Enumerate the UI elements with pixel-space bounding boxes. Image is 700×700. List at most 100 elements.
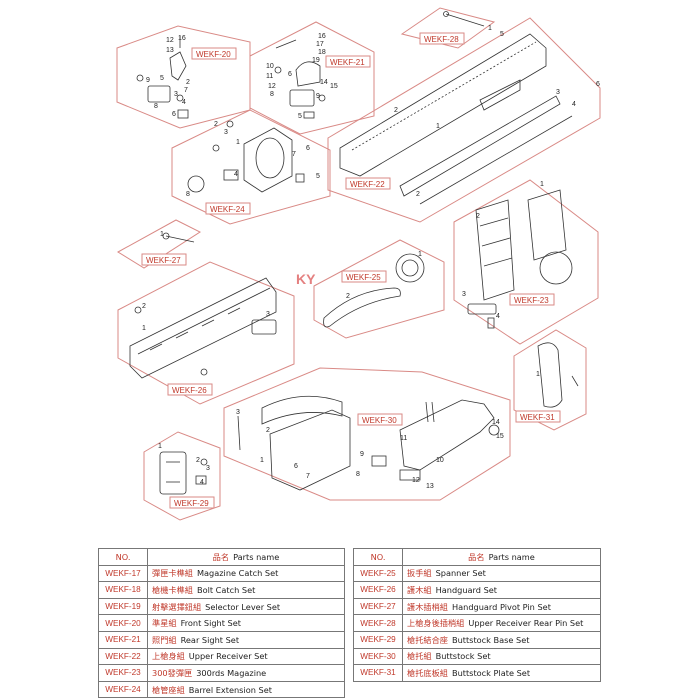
barrel-extension-part: [187, 120, 305, 193]
callout-number: 3: [174, 91, 178, 98]
callout-number: 12: [166, 37, 174, 44]
header-no: NO.: [98, 548, 148, 566]
callout-number: 9: [360, 451, 364, 458]
part-name-en: Spanner Set: [435, 568, 486, 579]
part-name-zh: 槍托組: [407, 651, 432, 662]
callout-number: 2: [416, 191, 420, 198]
callout-number: 10: [266, 63, 274, 70]
callout-number: 5: [500, 31, 504, 38]
part-number: WEKF-28: [353, 614, 403, 632]
part-name-zh: 300發彈匣: [152, 667, 193, 678]
group-label-wekf-22: WEKF-22: [350, 180, 385, 189]
callout-number: 14: [320, 79, 328, 86]
part-number: WEKF-26: [353, 581, 403, 599]
callout-number: 4: [182, 99, 186, 106]
callout-number: 1: [236, 139, 240, 146]
part-number: WEKF-30: [353, 647, 403, 666]
callout-number: 3: [236, 409, 240, 416]
header-en: Parts name: [488, 551, 535, 562]
part-name-zh: 照門組: [152, 634, 177, 645]
part-name-en: Upper Receiver Set: [188, 651, 268, 662]
part-number: WEKF-18: [98, 581, 148, 599]
callout-number: 4: [572, 101, 576, 108]
part-name-zh: 準星組: [152, 618, 177, 629]
callout-number: 2: [346, 293, 350, 300]
part-name-en: Buttstock Plate Set: [451, 667, 531, 678]
handguard-part: [129, 277, 277, 379]
rear-pin-part: [443, 11, 485, 27]
callout-number: 11: [400, 435, 407, 442]
callout-number: 1: [536, 371, 540, 378]
part-name-zh: 上槍身後插梢組: [407, 618, 465, 629]
part-name-zh: 護木組: [407, 584, 432, 595]
group-outline-wekf-22: [327, 17, 601, 223]
callout-number: 6: [288, 71, 292, 78]
group-label-wekf-23: WEKF-23: [514, 296, 549, 305]
part-name-zh: 扳手組: [407, 568, 432, 579]
part-name-en: Buttstock Base Set: [451, 634, 530, 645]
header-no: NO.: [353, 548, 403, 566]
group-outline-wekf-24: [171, 109, 331, 225]
buttstock-base-part: [159, 451, 208, 495]
header-zh: 品名: [468, 551, 485, 562]
callout-number: 2: [394, 107, 398, 114]
part-number: WEKF-19: [98, 597, 148, 616]
callout-number: 3: [266, 311, 270, 318]
callout-number: 2: [214, 121, 218, 128]
callout-number: 16: [178, 35, 186, 42]
part-name-en: Bolt Catch Set: [196, 584, 256, 595]
group-outline-wekf-30: [223, 367, 511, 501]
callout-number: 13: [426, 483, 434, 490]
callout-number: 5: [316, 173, 320, 180]
part-number: WEKF-17: [98, 564, 148, 583]
callout-number: 8: [186, 191, 190, 198]
callout-number: 7: [184, 87, 188, 94]
callout-number: 12: [412, 477, 420, 484]
callout-number: 2: [196, 457, 200, 464]
part-number: WEKF-27: [353, 597, 403, 616]
callout-number: 15: [496, 433, 504, 440]
part-name-zh: 護木插梢組: [407, 601, 448, 612]
callout-number: 9: [316, 93, 320, 100]
part-name-zh: 上槍身組: [152, 651, 185, 662]
part-name-en: Buttstock Set: [435, 651, 491, 662]
front-sight-part: [136, 36, 189, 119]
group-outline-wekf-21: [249, 21, 375, 135]
part-number: WEKF-29: [353, 630, 403, 649]
callout-number: 1: [436, 123, 440, 130]
callout-number: 8: [154, 103, 158, 110]
callout-number: 5: [298, 113, 302, 120]
callout-number: 6: [294, 463, 298, 470]
part-number: WEKF-24: [98, 680, 148, 699]
part-name-en: Selector Lever Set: [205, 601, 281, 612]
callout-number: 1: [418, 251, 422, 258]
group-label-wekf-28: WEKF-28: [424, 35, 459, 44]
part-name-en: Front Sight Set: [180, 618, 242, 629]
group-outline-wekf-31: [513, 329, 587, 431]
callout-number: 1: [142, 325, 146, 332]
